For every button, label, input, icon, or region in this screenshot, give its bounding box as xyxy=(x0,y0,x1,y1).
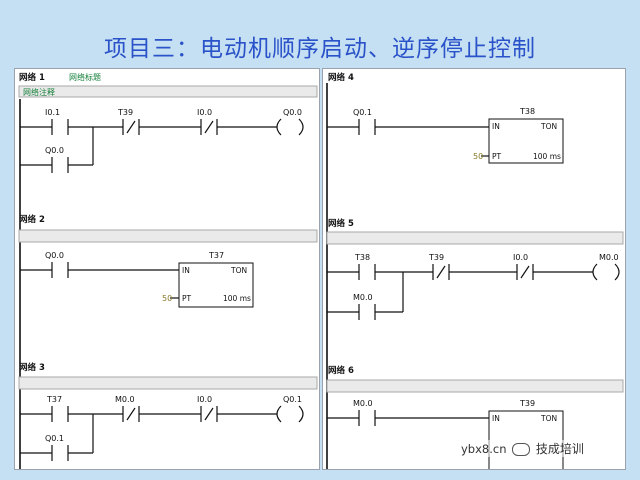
network-1-rung: I0.1 T39 I0.0 Q0.0 Q0.0 xyxy=(20,108,304,173)
timer-T37[interactable]: T37 IN TON PT 100 ms 50 xyxy=(162,251,254,308)
coil-M0.0[interactable]: M0.0 xyxy=(592,253,620,281)
timer-preset: 50 xyxy=(162,294,172,303)
network-4-label: 网络 4 xyxy=(328,72,354,83)
contact-label: I0.0 xyxy=(197,108,212,117)
contact-label: I0.0 xyxy=(197,395,212,404)
contact-Q0.1[interactable]: Q0.1 xyxy=(45,434,69,461)
network-5-label: 网络 5 xyxy=(328,218,354,229)
contact-label: T38 xyxy=(354,253,370,262)
wechat-icon xyxy=(512,443,531,456)
slide-title: 项目三：电动机顺序启动、逆序停止控制 xyxy=(104,36,536,62)
contact-T39[interactable]: T39 xyxy=(117,108,140,135)
coil-label: Q0.0 xyxy=(283,108,302,117)
network-1-subtitle: 网络标题 xyxy=(69,72,101,82)
timer-unit: 100 ms xyxy=(533,152,561,161)
network-3-rung: T37 M0.0 I0.0 Q0.1 Q0.1 xyxy=(20,395,304,461)
network-2-label: 网络 2 xyxy=(19,214,45,225)
timer-unit: 100 ms xyxy=(223,294,251,303)
coil-label: M0.0 xyxy=(599,253,619,262)
watermark-brand: 技成培训 xyxy=(535,442,584,456)
ladder-panel-left[interactable]: 网络 1 网络标题 网络注释 I0.1 T39 I0.0 xyxy=(14,68,320,470)
contact-M0.0[interactable]: M0.0 xyxy=(115,395,140,422)
network-5-comment-bar xyxy=(326,231,624,245)
network-3-label: 网络 3 xyxy=(19,362,45,373)
contact-I0.0[interactable]: I0.0 xyxy=(197,108,218,135)
watermark-site: ybx8.cn xyxy=(461,442,507,456)
timer-name: T37 xyxy=(208,251,224,260)
contact-M0.0[interactable]: M0.0 xyxy=(353,293,376,320)
timer-type: TON xyxy=(230,266,247,275)
network-6-label: 网络 6 xyxy=(328,365,354,376)
timer-type: TON xyxy=(540,122,557,131)
contact-T37[interactable]: T37 xyxy=(46,395,69,422)
timer-pt-pin: PT xyxy=(182,294,192,303)
timer-name: T38 xyxy=(519,107,535,116)
contact-label: Q0.1 xyxy=(353,108,372,117)
contact-label: M0.0 xyxy=(115,395,135,404)
network-5-rung: T38 T39 I0.0 M0.0 M0.0 xyxy=(327,253,620,320)
contact-I0.1[interactable]: I0.1 xyxy=(45,108,69,135)
network-6-rung: M0.0 T39 IN TON xyxy=(327,399,564,469)
contact-M0.0[interactable]: M0.0 xyxy=(353,399,376,426)
network-2-rung: Q0.0 T37 IN TON PT 100 ms 50 xyxy=(20,251,254,308)
timer-T38[interactable]: T38 IN TON PT 100 ms 50 xyxy=(473,107,564,164)
network-1-comment: 网络注释 xyxy=(23,87,55,97)
contact-I0.0[interactable]: I0.0 xyxy=(197,395,218,422)
watermark: ybx8.cn 技成培训 xyxy=(458,440,587,457)
timer-preset: 50 xyxy=(473,152,483,161)
contact-Q0.1[interactable]: Q0.1 xyxy=(353,108,376,135)
ladder-diagram-left: 网络 1 网络标题 网络注释 I0.1 T39 I0.0 xyxy=(18,72,318,469)
network-4-rung: Q0.1 T38 IN TON PT 100 ms 50 xyxy=(327,107,564,164)
network-3-comment-bar xyxy=(18,376,318,390)
contact-label: T37 xyxy=(46,395,62,404)
contact-label: Q0.0 xyxy=(45,251,64,260)
contact-T39[interactable]: T39 xyxy=(428,253,450,280)
timer-type: TON xyxy=(540,414,557,423)
contact-label: I0.1 xyxy=(45,108,60,117)
timer-in-pin: IN xyxy=(492,122,500,131)
network-2-comment-bar xyxy=(18,229,318,243)
contact-I0.0[interactable]: I0.0 xyxy=(513,253,534,280)
contact-label: I0.0 xyxy=(513,253,528,262)
timer-pt-pin: PT xyxy=(492,152,502,161)
ladder-panel-right[interactable]: 网络 4 Q0.1 T38 IN TON PT 100 ms 50 网络 5 xyxy=(322,68,626,470)
timer-name: T39 xyxy=(519,399,535,408)
timer-in-pin: IN xyxy=(182,266,190,275)
contact-label: T39 xyxy=(117,108,133,117)
contact-Q0.0[interactable]: Q0.0 xyxy=(45,251,69,278)
coil-Q0.1[interactable]: Q0.1 xyxy=(276,395,304,423)
timer-in-pin: IN xyxy=(492,414,500,423)
contact-T38[interactable]: T38 xyxy=(354,253,376,280)
contact-label: M0.0 xyxy=(353,399,373,408)
network-6-comment-bar xyxy=(326,379,624,393)
timer-T39[interactable]: T39 IN TON xyxy=(488,399,564,469)
coil-Q0.0[interactable]: Q0.0 xyxy=(276,108,304,136)
contact-Q0.0[interactable]: Q0.0 xyxy=(45,146,69,173)
contact-label: Q0.0 xyxy=(45,146,64,155)
network-1-comment-bar xyxy=(18,85,318,98)
contact-label: T39 xyxy=(428,253,444,262)
contact-label: Q0.1 xyxy=(45,434,64,443)
coil-label: Q0.1 xyxy=(283,395,302,404)
network-1-label: 网络 1 xyxy=(19,72,45,83)
contact-label: M0.0 xyxy=(353,293,373,302)
ladder-diagram-right: 网络 4 Q0.1 T38 IN TON PT 100 ms 50 网络 5 xyxy=(326,72,624,469)
